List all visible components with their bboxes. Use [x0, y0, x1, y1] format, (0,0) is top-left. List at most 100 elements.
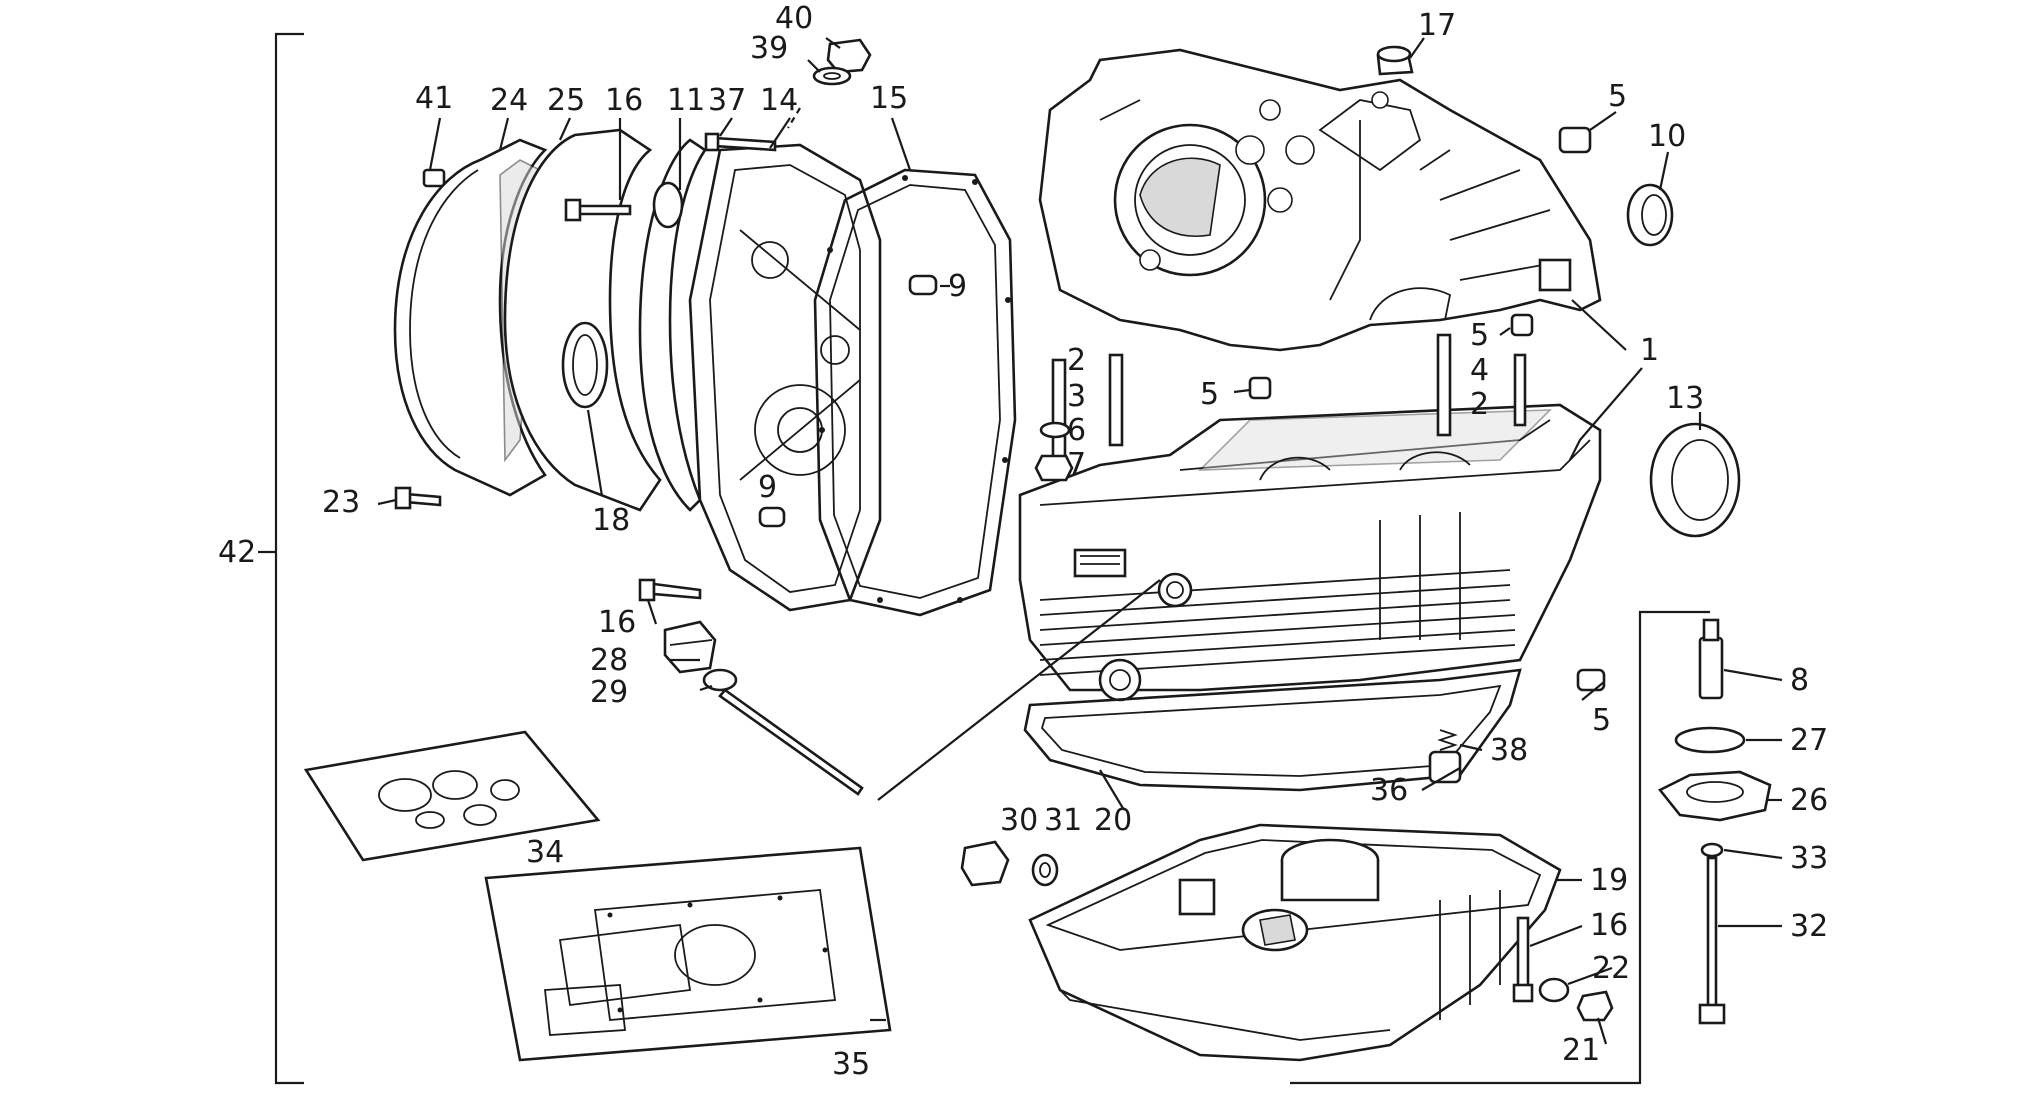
callout-11: 11	[667, 83, 705, 118]
callout-14: 14	[760, 83, 798, 118]
o-ring-27	[1674, 726, 1746, 754]
callout-5-center: 5	[1200, 377, 1219, 412]
washer-31	[1031, 853, 1059, 887]
callout-15: 15	[870, 81, 908, 116]
dowel-9-top	[908, 274, 938, 296]
dipstick-29	[702, 668, 864, 796]
spacer-36	[1428, 750, 1462, 784]
drain-plug-21	[1576, 990, 1614, 1022]
callout-21: 21	[1562, 1033, 1600, 1068]
callout-10: 10	[1648, 119, 1686, 154]
bolt-32	[1698, 856, 1726, 1025]
sub-assembly-bracket	[1290, 610, 1710, 1085]
callout-35: 35	[832, 1047, 870, 1082]
washer-33	[1700, 842, 1724, 858]
callout-39: 39	[750, 31, 788, 66]
stud-3	[1108, 353, 1124, 447]
callout-16-mid: 16	[598, 605, 636, 640]
stud-4	[1513, 353, 1527, 427]
washer-39	[812, 66, 852, 86]
leader-dipstick	[877, 579, 1161, 801]
callout-3: 3	[1067, 379, 1086, 414]
callout-16: 16	[605, 83, 643, 118]
seal-13	[1649, 422, 1741, 538]
callout-5-right: 5	[1470, 318, 1489, 353]
spring-38	[1437, 729, 1458, 751]
callout-33: 33	[1790, 841, 1828, 876]
callout-labels: 40 39 17 41 24 25 16 11 37 14 15 5 10 9 …	[218, 1, 1828, 1082]
gasket-15	[813, 168, 1017, 617]
screw-16-mid	[638, 578, 702, 602]
callout-37: 37	[708, 83, 746, 118]
callout-29: 29	[590, 675, 628, 710]
callout-13: 13	[1666, 381, 1704, 416]
stud-2-right	[1436, 333, 1452, 437]
washer-22	[1538, 977, 1570, 1003]
gasket-25	[503, 128, 662, 512]
nut-7	[1034, 454, 1074, 482]
plug-17	[1376, 45, 1414, 76]
assembly-bracket-42	[258, 32, 304, 1085]
callout-2-right: 2	[1470, 387, 1489, 422]
callout-31: 31	[1044, 803, 1082, 838]
callout-26: 26	[1790, 783, 1828, 818]
callout-23: 23	[322, 485, 360, 520]
screw-16-top	[564, 198, 632, 222]
callout-5-lower: 5	[1592, 703, 1611, 738]
plug-30	[960, 840, 1010, 887]
leader-lines	[377, 37, 1783, 1045]
cap-41	[422, 168, 446, 188]
upper-crankcase-1	[1038, 48, 1602, 352]
callout-28: 28	[590, 643, 628, 678]
callout-36: 36	[1370, 773, 1408, 808]
callout-9-bottom: 9	[758, 470, 777, 505]
filler-hole	[1157, 572, 1193, 608]
callout-27: 27	[1790, 723, 1828, 758]
dowel-9-bottom	[758, 506, 786, 528]
dowel-5-lower	[1576, 668, 1606, 692]
callout-6: 6	[1067, 413, 1086, 448]
callout-22: 22	[1592, 951, 1630, 986]
dowel-5-top	[1558, 126, 1592, 154]
screw-23	[394, 486, 442, 510]
callout-16-bottom: 16	[1590, 908, 1628, 943]
callout-18: 18	[592, 503, 630, 538]
dowel-5-center	[1248, 376, 1272, 400]
callout-2-left: 2	[1067, 343, 1086, 378]
screw-16-bottom	[1512, 916, 1534, 1003]
stud-2-left	[1051, 358, 1067, 472]
sump-gasket-20	[1023, 668, 1522, 792]
lower-crankcase-1	[1018, 403, 1602, 702]
cover-plate-11	[638, 138, 707, 512]
callout-42: 42	[218, 535, 256, 570]
callout-8: 8	[1790, 663, 1809, 698]
gasket-set-35	[484, 846, 892, 1062]
fitting-8	[1698, 618, 1724, 700]
seal-10	[1626, 183, 1674, 247]
callout-17: 17	[1418, 8, 1456, 43]
gasket-set-34	[303, 730, 601, 862]
oil-filter-housing-26	[1657, 770, 1772, 822]
dowel-5-right	[1510, 313, 1534, 337]
washer-6	[1039, 421, 1071, 439]
ring-11	[652, 181, 684, 229]
callout-24: 24	[490, 83, 528, 118]
oil-seal-18	[561, 321, 609, 409]
cap-28	[663, 620, 717, 674]
callout-20: 20	[1094, 803, 1132, 838]
callout-4: 4	[1470, 353, 1489, 388]
timing-cover-14	[688, 143, 882, 612]
callout-34: 34	[526, 835, 564, 870]
screw-37	[704, 132, 777, 152]
callout-7: 7	[1067, 447, 1086, 482]
callout-5-top: 5	[1608, 79, 1627, 114]
callout-38: 38	[1490, 733, 1528, 768]
callout-25: 25	[547, 83, 585, 118]
callout-9-top: 9	[948, 269, 967, 304]
stamp-plate	[1073, 548, 1127, 578]
callout-1: 1	[1640, 333, 1659, 368]
callout-30: 30	[1000, 803, 1038, 838]
callout-32: 32	[1790, 909, 1828, 944]
callout-19: 19	[1590, 863, 1628, 898]
